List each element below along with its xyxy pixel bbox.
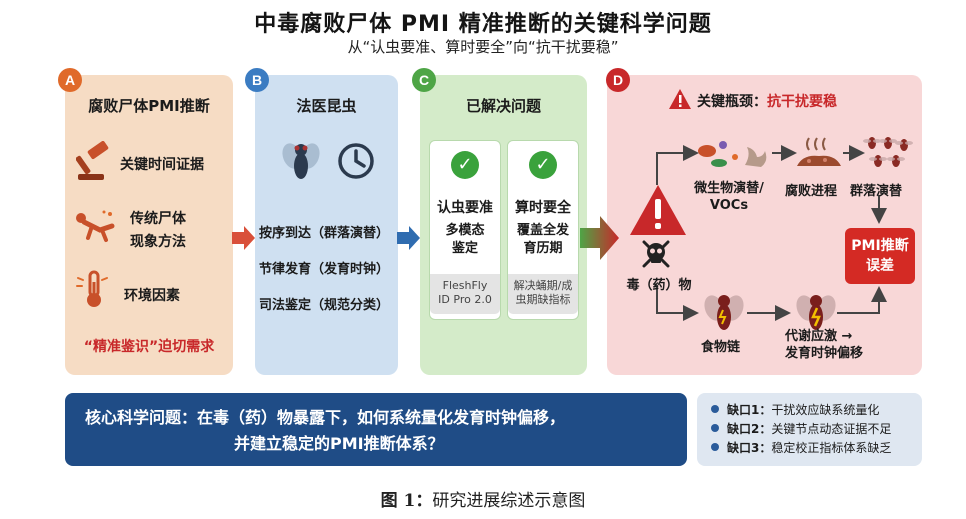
fallen-body-icon xyxy=(76,210,115,242)
badge-a: A xyxy=(58,68,82,92)
arrow-b-c xyxy=(397,226,420,250)
food-chain-label: 食物链 xyxy=(701,340,741,355)
gaps-box: 缺口1：干扰效应缺系统量化 缺口2：关键节点动态证据不足 缺口3：稳定校正指标体… xyxy=(697,393,922,466)
card1-foot2: ID Pro 2.0 xyxy=(438,293,492,306)
figure-caption: 图 1：研究进展综述示意图 xyxy=(0,486,966,511)
community-label: 群落演替 xyxy=(850,184,903,199)
card2-foot2: 虫期缺指标 xyxy=(515,293,571,306)
metabolic-line2: 发育时钟偏移 xyxy=(785,346,864,361)
microbe-line1: 微生物演替/ xyxy=(694,181,764,196)
bottleneck-label: 关键瓶颈： xyxy=(697,94,767,110)
metabolic-line1: 代谢应激 → xyxy=(785,329,853,344)
fly-food-chain-icon xyxy=(704,295,744,330)
card1-title: 认虫要准 xyxy=(437,200,493,216)
core-question-box: 核心科学问题：在毒（药）物暴露下，如何系统量化发育时钟偏移， 并建立稳定的PMI… xyxy=(65,393,687,466)
badge-c: C xyxy=(412,68,436,92)
card1-body: 多模态 鉴定 xyxy=(429,222,501,258)
panel-c-title: 已解决问题 xyxy=(465,97,541,115)
fly-icon xyxy=(282,143,320,179)
badge-b: B xyxy=(245,68,269,92)
gap-label: 缺口1： xyxy=(727,403,772,417)
card2-foot1: 解决蛹期/成 xyxy=(513,279,573,292)
panel-a-title: 腐败尸体PMI推断 xyxy=(88,97,210,115)
urgent-need: “精准鉴识”迫切需求 xyxy=(83,339,215,355)
gavel-icon xyxy=(76,141,109,180)
card2-line1: 覆盖全发 xyxy=(516,223,569,238)
fly-swarm-icon xyxy=(863,137,913,167)
arrow-a-b xyxy=(232,226,255,250)
card1-line1: 多模态 xyxy=(445,223,485,238)
toxin-label: 毒（药）物 xyxy=(626,278,692,293)
pmi-error-box: PMI推断 误差 xyxy=(845,228,915,284)
badge-d: D xyxy=(606,68,630,92)
page-subtitle: 从“认虫要准、算时要全”向“抗干扰要稳” xyxy=(347,38,619,56)
skull-icon xyxy=(642,240,670,268)
arrow-c-d xyxy=(580,216,619,260)
card1-foot1: FleshFly xyxy=(442,279,488,292)
gap-label: 缺口2： xyxy=(727,422,772,436)
gap-label: 缺口3： xyxy=(727,441,772,455)
gap-item-3: 缺口3：稳定校正指标体系缺乏 xyxy=(711,439,922,458)
thermometer-icon xyxy=(76,270,108,307)
bottleneck-title: 关键瓶颈：抗干扰要稳 xyxy=(697,91,837,111)
warning-icon xyxy=(669,89,691,109)
environment-factors: 环境因素 xyxy=(124,288,180,304)
gap-item-2: 缺口2：关键节点动态证据不足 xyxy=(711,420,922,439)
panel-b-title: 法医昆虫 xyxy=(296,97,357,115)
fly-stress-icon xyxy=(796,295,836,330)
check-icon: ✓ xyxy=(529,151,557,179)
bottleneck-highlight: 抗干扰要稳 xyxy=(767,94,837,110)
decay-icon xyxy=(797,137,841,166)
pmi-line1: PMI推断 xyxy=(851,238,909,254)
pmi-line2: 误差 xyxy=(866,258,894,274)
key-time-evidence: 关键时间证据 xyxy=(120,157,204,173)
clock-icon xyxy=(338,143,374,179)
gap-item-1: 缺口1：干扰效应缺系统量化 xyxy=(711,401,922,420)
check-icon: ✓ xyxy=(451,151,479,179)
metabolic-text: 代谢应激 → 发育时钟偏移 xyxy=(785,328,863,362)
gap-text: 关键节点动态证据不足 xyxy=(771,422,892,436)
core-line2: 并建立稳定的PMI推断体系？ xyxy=(234,434,444,453)
danger-icon xyxy=(630,185,686,235)
card2-body: 覆盖全发 育历期 xyxy=(507,222,579,258)
panel-b xyxy=(255,75,398,375)
judicial-appraisal: 司法鉴定（规范分类） xyxy=(259,298,390,313)
decay-label: 腐败进程 xyxy=(785,184,838,199)
card2-title: 算时要全 xyxy=(515,200,571,216)
rhythmic-development: 节律发育（发育时钟） xyxy=(259,262,390,277)
card1-line2: 鉴定 xyxy=(451,241,478,256)
caption-text: 研究进展综述示意图 xyxy=(432,491,586,511)
gap-text: 干扰效应缺系统量化 xyxy=(771,403,880,417)
caption-number: 图 1： xyxy=(380,491,433,511)
microbe-icon xyxy=(698,141,767,167)
sequential-arrival: 按序到达（群落演替） xyxy=(259,226,390,241)
card2-footer: 解决蛹期/成 虫期缺指标 xyxy=(508,274,578,314)
microbe-line2: VOCs xyxy=(709,198,749,213)
gap-text: 稳定校正指标体系缺乏 xyxy=(771,441,892,455)
core-line1: 核心科学问题：在毒（药）物暴露下，如何系统量化发育时钟偏移， xyxy=(85,408,566,427)
flow-connectors xyxy=(656,145,887,321)
page-title: 中毒腐败尸体 PMI 精准推断的关键科学问题 xyxy=(254,12,712,37)
traditional-body-1: 传统尸体 xyxy=(130,211,186,227)
traditional-body-2: 现象方法 xyxy=(130,234,186,250)
microbe-text: 微生物演替/ VOCs xyxy=(689,180,769,214)
card2-line2: 育历期 xyxy=(523,241,563,256)
card1-footer: FleshFly ID Pro 2.0 xyxy=(430,274,500,314)
